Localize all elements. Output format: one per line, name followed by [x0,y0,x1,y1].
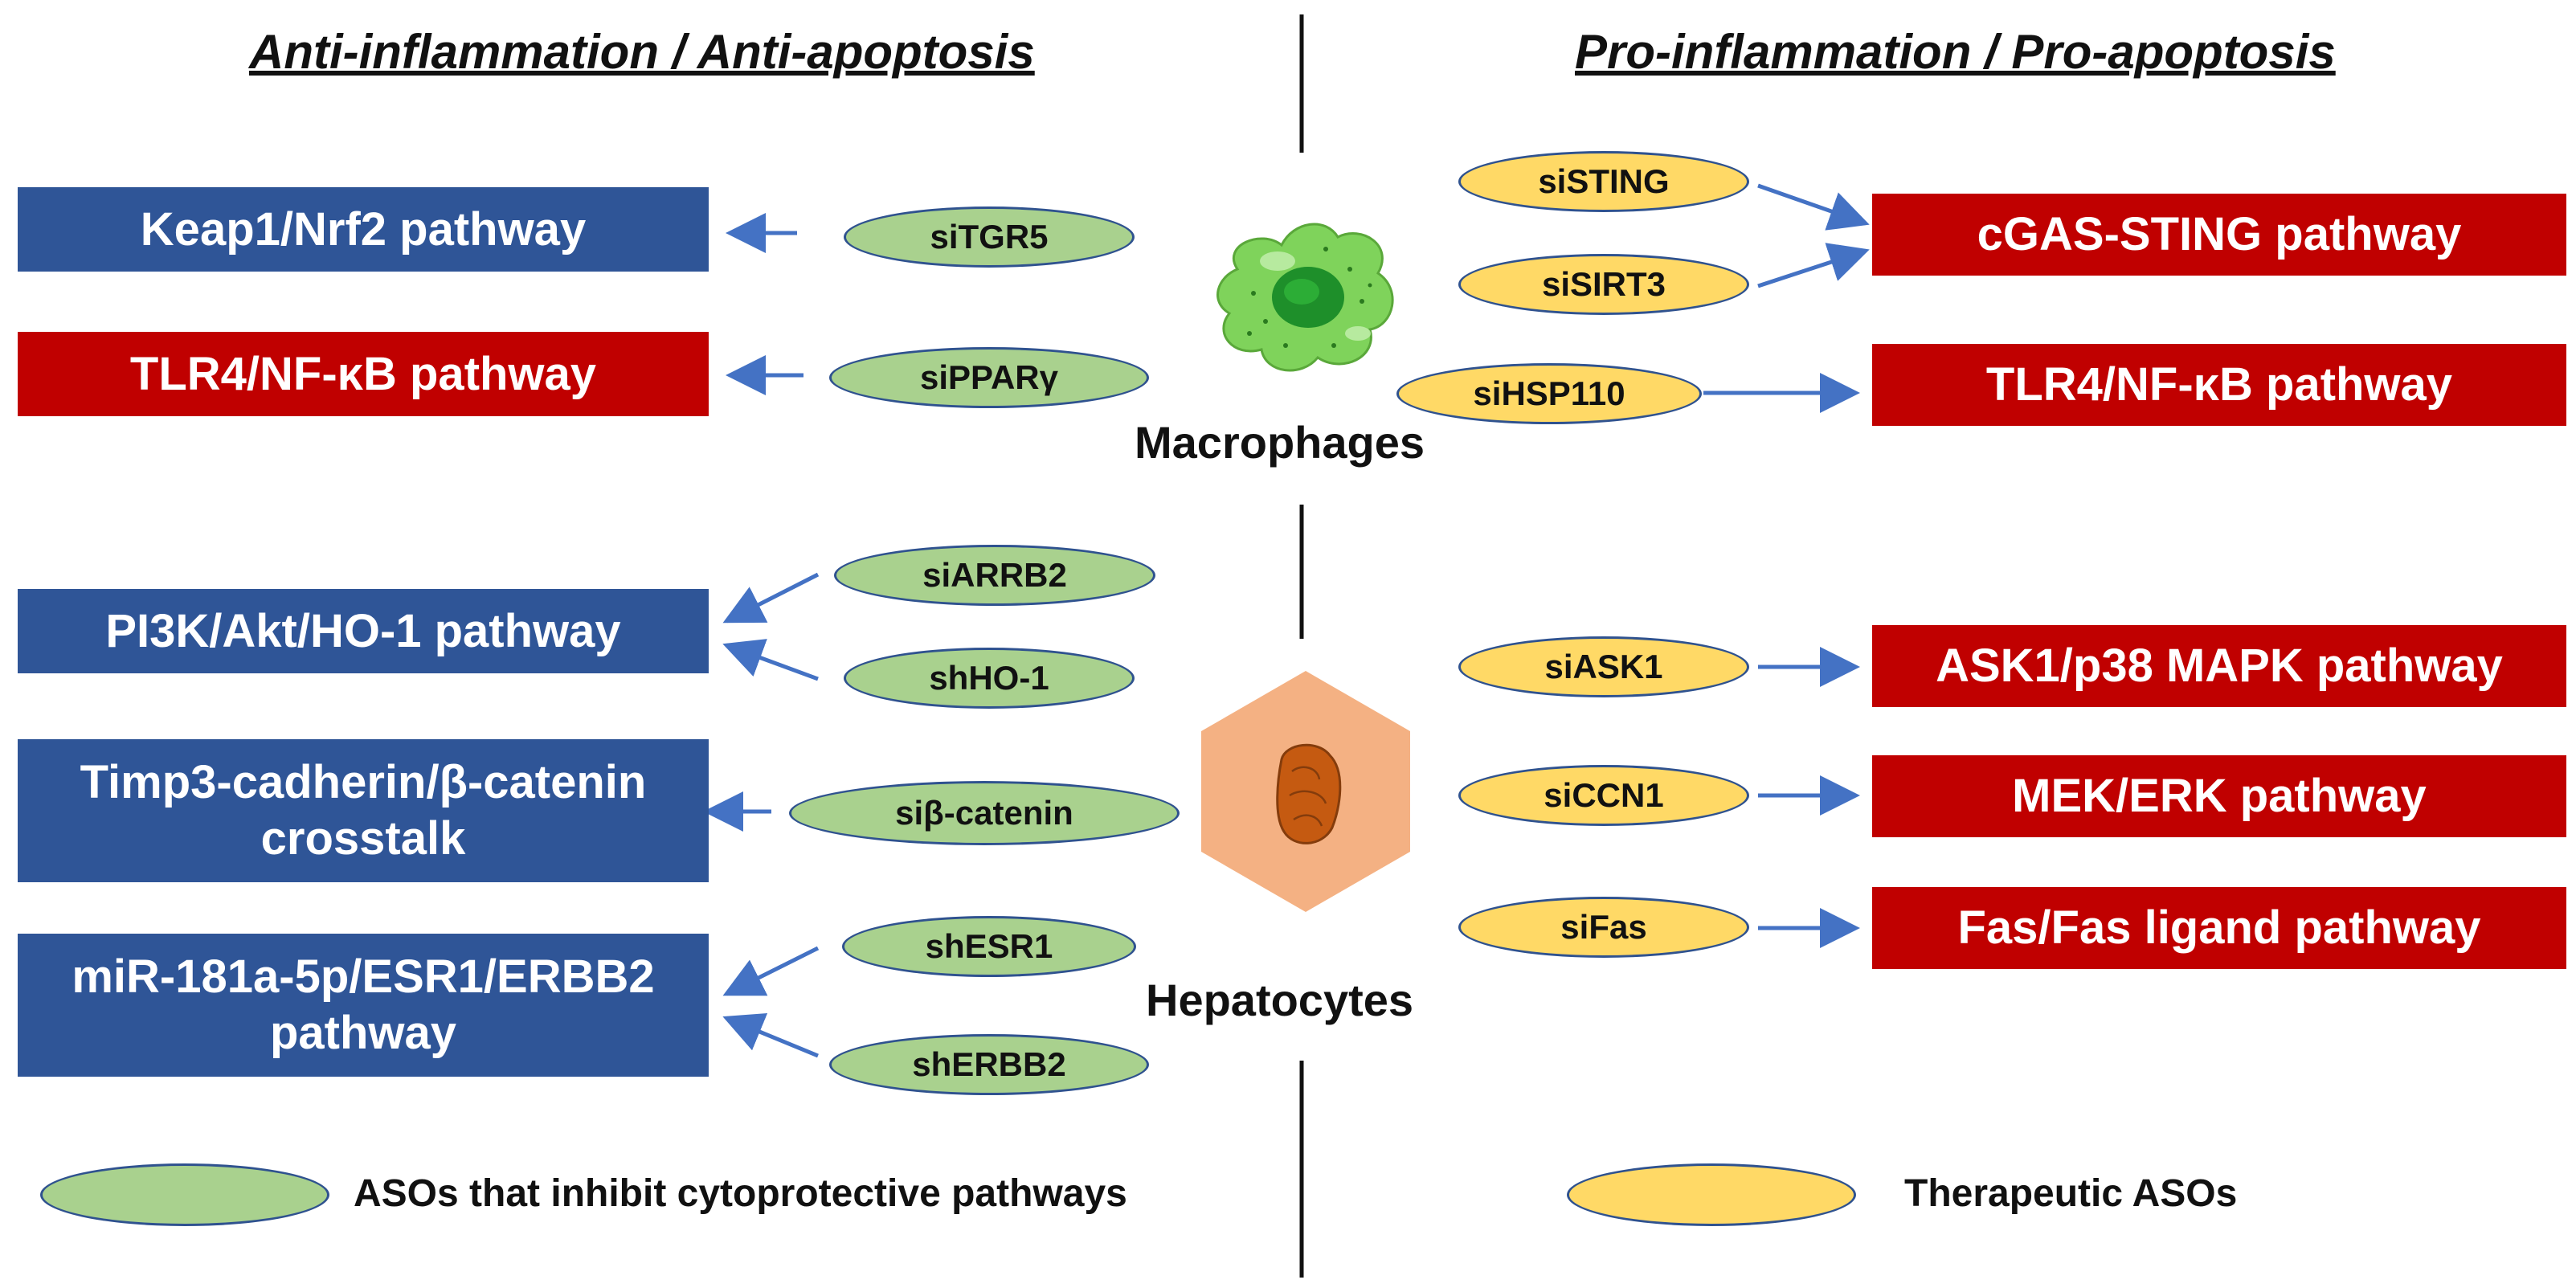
hepatocytes-label: Hepatocytes [1146,975,1414,1025]
right-pathway-fas-ligand: Fas/Fas ligand pathway [1872,887,2566,969]
aso-shHO1: shHO-1 [844,648,1135,709]
arrow-siARRB2 [722,572,820,624]
aso-siHSP110: siHSP110 [1396,363,1702,424]
aso-sibeta-catenin: siβ-catenin [789,781,1180,845]
left-pathway-mir181a: miR-181a-5p/ESR1/ERBB2 pathway [18,934,709,1077]
macrophages-label: Macrophages [1135,417,1425,468]
arrow-shERBB2 [722,1013,819,1058]
arrow-shHO1 [722,639,819,681]
legend-green-label: ASOs that inhibit cytoprotective pathway… [354,1172,1127,1215]
left-pathway-tlr4-nfkb: TLR4/NF-κB pathway [18,332,709,416]
aso-siSTING: siSTING [1458,151,1749,212]
right-pathway-mek-erk: MEK/ERK pathway [1872,755,2566,837]
right-heading: Pro-inflammation / Pro-apoptosis [1575,25,2336,79]
left-pathway-keap1-nrf2: Keap1/Nrf2 pathway [18,187,709,272]
aso-siCCN1: siCCN1 [1458,765,1749,826]
left-heading: Anti-inflammation / Anti-apoptosis [249,25,1035,79]
aso-shERBB2: shERBB2 [829,1034,1149,1095]
arrows [703,183,1870,1058]
aso-siSIRT3: siSIRT3 [1458,254,1749,315]
aso-siPPARg: siPPARγ [829,347,1149,408]
right-pathway-tlr4-nfkb: TLR4/NF-κB pathway [1872,344,2566,426]
aso-siASK1: siASK1 [1458,636,1749,697]
legend-yellow-label: Therapeutic ASOs [1904,1172,2238,1215]
legend-green-swatch [40,1163,329,1226]
right-pathway-cgas-sting: cGAS-STING pathway [1872,194,2566,276]
hepatocyte-hexagon-icon [1201,671,1410,912]
right-pathway-ask1-p38: ASK1/p38 MAPK pathway [1872,625,2566,707]
macrophage-cell-icon [1216,223,1394,372]
arrow-siSTING [1757,183,1870,231]
aso-siARRB2: siARRB2 [834,545,1155,606]
arrow-siSIRT3 [1757,243,1870,288]
legend-yellow-swatch [1567,1163,1856,1226]
aso-shESR1: shESR1 [842,916,1136,977]
aso-siTGR5: siTGR5 [844,206,1135,268]
aso-siFas: siFas [1458,897,1749,958]
left-pathway-timp3-cadherin: Timp3-cadherin/β-catenin crosstalk [18,739,709,882]
arrow-shESR1 [722,946,820,996]
left-pathway-pi3k-akt-ho1: PI3K/Akt/HO-1 pathway [18,589,709,673]
